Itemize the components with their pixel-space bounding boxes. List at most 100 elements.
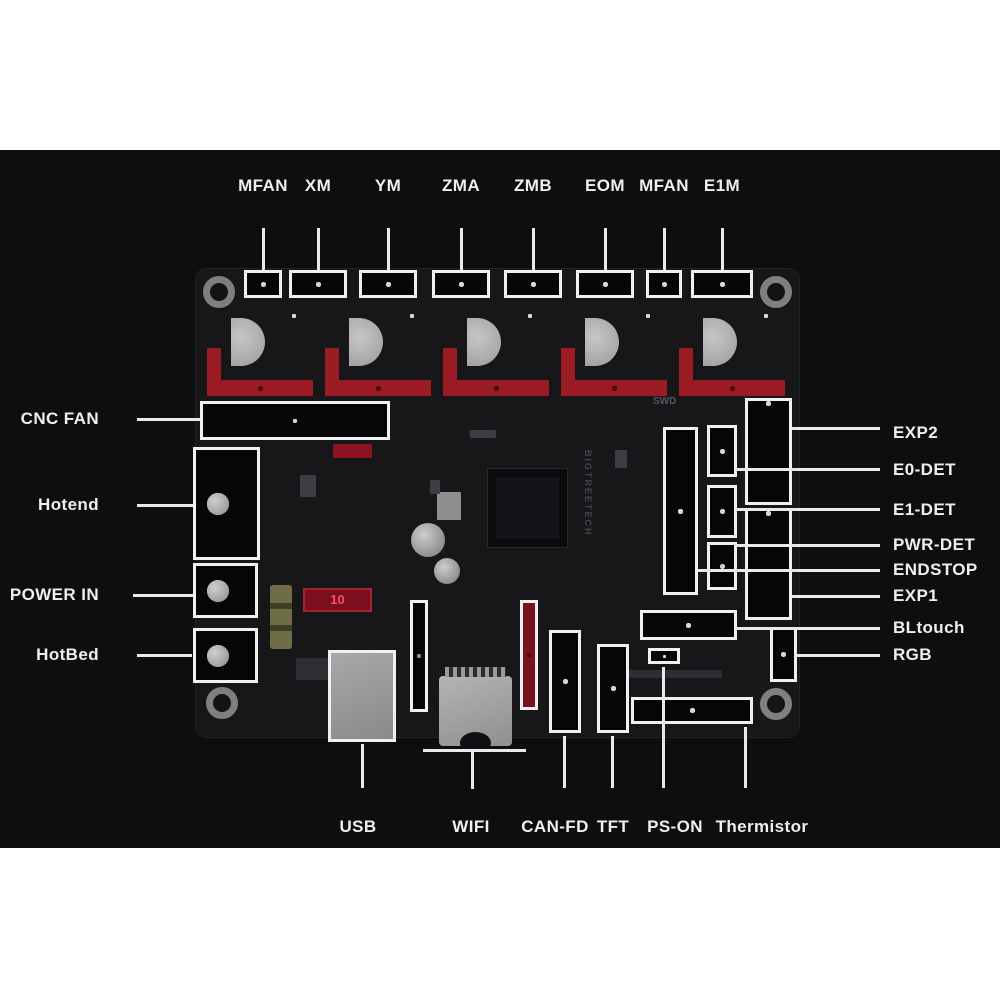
driver-pin-grid	[625, 314, 671, 376]
driver-chip	[703, 318, 737, 366]
driver-socket-red	[207, 380, 313, 396]
leader-mfan-right	[663, 228, 666, 270]
connector-bltouch	[640, 610, 737, 640]
leader-hotbed	[137, 654, 192, 657]
label-zmb: ZMB	[513, 176, 553, 195]
driver-pin-grid	[743, 314, 789, 376]
connector-e0-det	[707, 425, 737, 477]
connector-can-fd	[549, 630, 581, 733]
sd-card-slot	[439, 667, 512, 754]
diagram-background: BIGTREETECH SWD 10	[0, 150, 1000, 848]
leader-exp2	[792, 427, 880, 430]
label-tft: TFT	[596, 817, 630, 836]
leader-e1m	[721, 228, 724, 270]
connector-hotbed	[193, 628, 258, 683]
connector-ps-on	[648, 648, 680, 664]
capacitor-small	[434, 558, 460, 584]
connector-mfan-left	[244, 270, 282, 298]
label-cnc-fan: CNC FAN	[20, 409, 99, 428]
driver-socket-red	[561, 380, 667, 396]
leader-wifi-bracket	[423, 749, 526, 752]
connector-exp1	[745, 508, 792, 620]
leader-power-in	[133, 594, 193, 597]
leader-cnc-fan	[137, 418, 200, 421]
leader-hotend	[137, 504, 193, 507]
mounting-hole-top-right	[760, 276, 792, 308]
capacitor-large	[411, 523, 445, 557]
leader-ps-on	[662, 667, 665, 788]
connector-xm	[289, 270, 347, 298]
stepper-driver-module-zb	[559, 308, 675, 396]
stepper-driver-module-x	[205, 308, 321, 396]
driver-chip	[231, 318, 265, 366]
driver-chip	[467, 318, 501, 366]
driver-pin-grid	[389, 314, 435, 376]
label-zma: ZMA	[441, 176, 481, 195]
connector-thermistor	[631, 697, 753, 724]
label-xm: XM	[304, 176, 332, 195]
label-e1-det: E1-DET	[893, 500, 956, 519]
label-e0-det: E0-DET	[893, 460, 956, 479]
label-endstop: ENDSTOP	[893, 560, 978, 579]
connector-pwr-det	[707, 542, 737, 590]
connector-tft	[597, 644, 629, 733]
leader-exp1	[792, 595, 880, 598]
leader-rgb	[797, 654, 880, 657]
driver-socket-red	[443, 380, 549, 396]
leader-tft	[611, 736, 614, 788]
label-pwr-det: PWR-DET	[893, 535, 976, 554]
leader-mfan-left	[262, 228, 265, 270]
stepper-driver-module-za	[441, 308, 557, 396]
mounting-hole-bottom-left	[206, 687, 238, 719]
pin-header-row	[612, 670, 722, 678]
label-rgb: RGB	[893, 645, 932, 664]
leader-eom	[604, 228, 607, 270]
smd-chip	[296, 658, 330, 680]
driver-pin-grid	[507, 314, 553, 376]
connector-rgb	[770, 627, 797, 682]
leader-usb	[361, 744, 364, 788]
leader-zmb	[532, 228, 535, 270]
leader-pwr-det	[737, 544, 880, 547]
connector-hotend	[193, 447, 260, 560]
usb-port	[328, 650, 396, 742]
smd-pad	[615, 450, 627, 468]
connector-exp2	[745, 398, 792, 505]
wifi-red-header	[520, 600, 538, 710]
smd-pad	[430, 480, 440, 494]
label-thermistor: Thermistor	[715, 817, 809, 836]
mcu-chip	[487, 468, 568, 548]
leader-thermistor	[744, 727, 747, 788]
stepper-driver-module-e	[677, 308, 793, 396]
mounting-hole-top-left	[203, 276, 235, 308]
connector-cnc-fan	[200, 401, 390, 440]
driver-chip	[585, 318, 619, 366]
connector-zma	[432, 270, 490, 298]
swd-silkscreen: SWD	[653, 396, 677, 407]
connector-ym	[359, 270, 417, 298]
label-wifi: WIFI	[452, 817, 490, 836]
connector-zmb	[504, 270, 562, 298]
brand-silkscreen: BIGTREETECH	[583, 450, 593, 537]
connector-e1-det	[707, 485, 737, 538]
mounting-hole-bottom-right	[760, 688, 792, 720]
label-ym: YM	[374, 176, 402, 195]
label-mfan-left: MFAN	[238, 176, 288, 195]
label-e1m: E1M	[703, 176, 741, 195]
regulator-chip	[437, 492, 461, 520]
label-hotend: Hotend	[38, 495, 99, 514]
connector-e1m	[691, 270, 753, 298]
label-bltouch: BLtouch	[893, 618, 965, 637]
stepper-driver-module-y	[323, 308, 439, 396]
label-can-fd: CAN-FD	[521, 817, 589, 836]
sd-slot-pins	[445, 667, 506, 677]
connector-power-in	[193, 563, 258, 618]
label-ps-on: PS-ON	[647, 817, 703, 836]
connector-mfan-right	[646, 270, 682, 298]
label-exp1: EXP1	[893, 586, 939, 605]
wifi-module-header	[410, 600, 428, 712]
label-power-in: POWER IN	[9, 585, 99, 604]
red-jumper-block	[333, 444, 372, 458]
leader-can-fd	[563, 736, 566, 788]
